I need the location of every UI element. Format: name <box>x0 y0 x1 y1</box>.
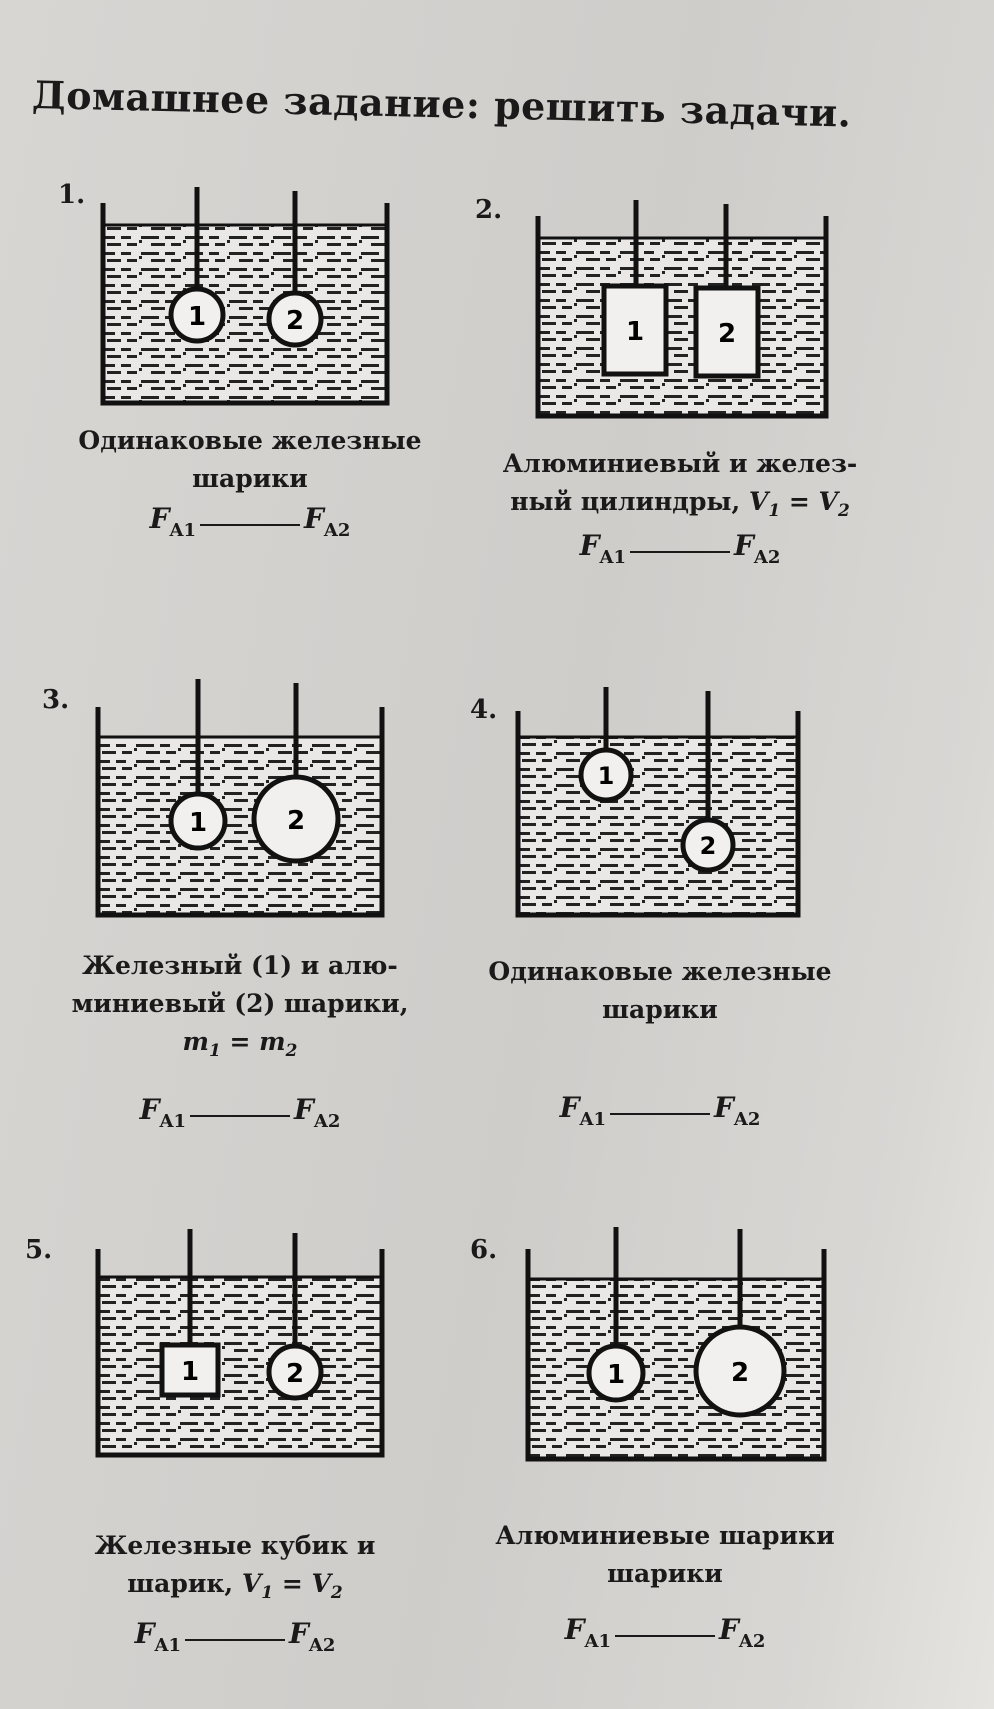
vessel-walls <box>95 707 385 918</box>
task-caption: Одинаковые железные шарики <box>78 426 422 493</box>
task-2: 2. 1 2 Алюминиевый и желез- ный цилиндры… <box>470 195 910 665</box>
ball-1 <box>586 1343 646 1403</box>
body-label-1: 1 <box>626 317 644 347</box>
cylinder-2 <box>693 285 761 379</box>
equation: m1 = m2 <box>182 1027 298 1061</box>
body-label-2: 2 <box>718 319 736 349</box>
body-label-2: 2 <box>286 306 304 336</box>
answer-blank[interactable] <box>200 524 300 526</box>
ball-2 <box>680 817 736 873</box>
task-number: 4. <box>470 695 498 725</box>
vessel-figure: 1 2 <box>535 200 829 419</box>
ball-1 <box>578 747 634 803</box>
body-label-2: 2 <box>286 1359 304 1389</box>
ball-2 <box>266 1343 324 1401</box>
answer-blank[interactable] <box>630 551 730 553</box>
vessel-figure: 1 2 <box>95 679 385 918</box>
cube-1 <box>159 1342 221 1398</box>
task-caption: Железный (1) и алю- миниевый (2) шарики,… <box>30 947 450 1070</box>
cylinder-1 <box>601 283 669 377</box>
vessel-walls <box>515 711 801 918</box>
ball-1 <box>168 286 226 344</box>
task-3: 3. 1 2 Железный (1) и алю- миниевый (2) … <box>30 679 470 1155</box>
task-number: 3. <box>42 685 70 715</box>
body-label-1: 1 <box>181 1357 199 1387</box>
vessel-walls <box>525 1249 827 1462</box>
task-caption: Одинаковые железные шарики <box>488 957 832 1024</box>
equation: V1 = V2 <box>241 1569 343 1603</box>
task-5: 5. 1 2 Железные кубик и шарик, V1 = V2 F… <box>25 1229 465 1705</box>
body-label-1: 1 <box>607 1360 625 1390</box>
liquid <box>518 737 798 915</box>
vessel-figure: 1 2 <box>100 187 390 406</box>
body-label-2: 2 <box>287 806 305 836</box>
ball-2 <box>266 290 324 348</box>
ball-2 <box>251 774 341 864</box>
liquid <box>103 225 387 403</box>
body-label-1: 1 <box>188 302 206 332</box>
liquid <box>98 1277 382 1455</box>
body-label-2: 2 <box>731 1358 749 1388</box>
ball-1 <box>168 791 228 851</box>
answer-blank[interactable] <box>190 1115 290 1117</box>
vessel-walls <box>100 203 390 406</box>
page-title: Домашнее задание: решить задачи. <box>31 72 852 136</box>
vessel-walls <box>535 216 829 419</box>
task-number: 1. <box>58 180 86 210</box>
vessel-figure: 1 2 <box>515 687 801 918</box>
liquid <box>538 238 826 416</box>
body-label-1: 1 <box>189 808 207 838</box>
body-label-1: 1 <box>598 762 615 790</box>
task-number: 6. <box>470 1235 498 1265</box>
vessel-walls <box>95 1249 385 1458</box>
answer-blank[interactable] <box>185 1639 285 1641</box>
task-caption: Алюминиевый и желез- ный цилиндры, V1 = … <box>502 449 858 521</box>
task-caption: Железные кубик и шарик, V1 = V2 <box>94 1531 376 1603</box>
vessel-figure: 1 2 <box>95 1229 385 1458</box>
answer-blank[interactable] <box>610 1113 710 1115</box>
answer-blank[interactable] <box>615 1635 715 1637</box>
equation: V1 = V2 <box>748 487 850 521</box>
ball-2 <box>693 1324 787 1418</box>
task-caption: Алюминиевые шарики шарики <box>495 1521 835 1588</box>
body-label-2: 2 <box>700 832 717 860</box>
task-number: 5. <box>25 1235 53 1265</box>
task-number: 2. <box>475 195 503 225</box>
vessel-figure: 1 2 <box>525 1227 827 1462</box>
